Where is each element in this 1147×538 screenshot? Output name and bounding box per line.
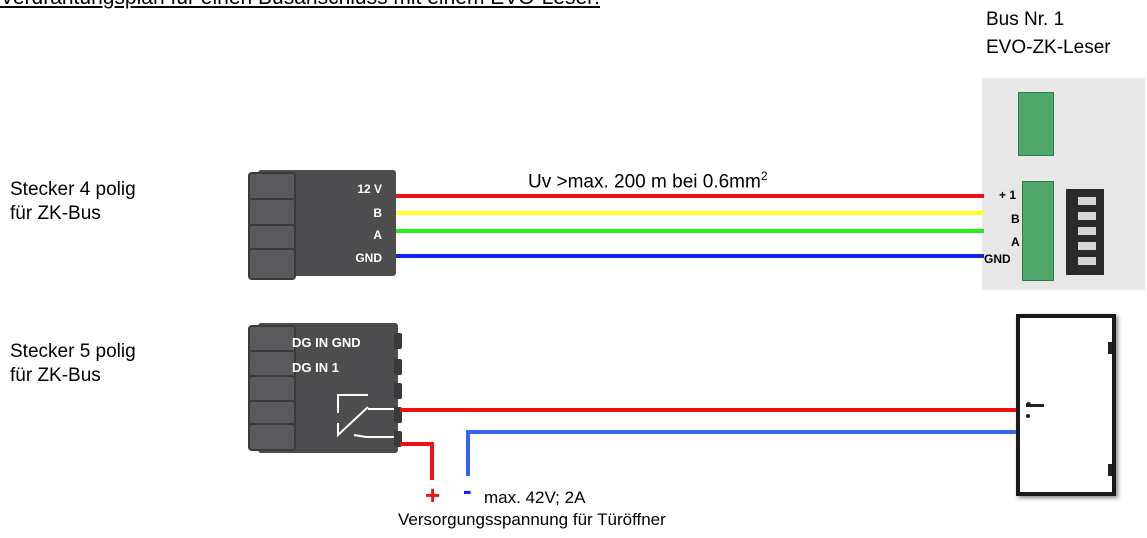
reader-terminal-a: A: [1011, 235, 1020, 249]
connector-4pin: 12 V B A GND: [248, 170, 396, 280]
page-title: Verdrahtungsplan für einen Busanschluss …: [0, 0, 600, 10]
wire-door-red: [400, 408, 1016, 412]
supply-spec: max. 42V; 2A: [484, 488, 586, 507]
pin-label-a: A: [373, 228, 382, 242]
dip-switch-lever: [1078, 242, 1096, 250]
pin-label-b: B: [373, 206, 382, 220]
connector-slot: [248, 248, 296, 280]
pin-bump: [394, 333, 402, 349]
connector5-label-line1: Stecker 5 polig: [10, 341, 136, 362]
wire-12v-red: [396, 194, 984, 198]
wire-supply-blue-v: [466, 430, 470, 476]
door-hinge: [1108, 342, 1112, 354]
relay-contact-icon: [337, 394, 394, 438]
wire-gnd-blue: [396, 254, 984, 258]
wire-door-blue: [466, 430, 1016, 434]
reader-label-line1: Bus Nr. 1: [986, 9, 1065, 30]
reader-terminal-b: B: [1011, 212, 1020, 226]
pin-row1-label: DG IN GND: [292, 335, 361, 350]
cable-length-note: Uv >max. 200 m bei 0.6mm2: [528, 164, 768, 194]
connector-5pin: DG IN GND DG IN 1: [248, 323, 402, 453]
dip-switch-lever: [1078, 227, 1096, 235]
door-hinge: [1108, 464, 1112, 476]
pin-bump: [394, 383, 402, 399]
door-handle-knob: [1026, 402, 1031, 407]
pin-label-gnd: GND: [355, 251, 382, 265]
pin-bump: [394, 431, 402, 447]
reader-terminal-block: [1022, 181, 1054, 281]
reader-connector-top: [1018, 92, 1054, 156]
pin-row2-label: DG IN 1: [292, 360, 339, 375]
supply-minus-sign: -: [463, 475, 472, 505]
dip-switch-lever: [1078, 257, 1096, 265]
dip-switch-lever: [1078, 197, 1096, 205]
reader-label-line2: EVO-ZK-Leser: [986, 37, 1111, 58]
connector4-label-line1: Stecker 4 polig: [10, 179, 136, 200]
door-keyhole: [1026, 414, 1030, 418]
door-handle: [1026, 404, 1044, 407]
evo-reader-device: + 1 B A GND: [982, 78, 1145, 290]
connector4-label-line2: für ZK-Bus: [10, 203, 101, 224]
supply-plus-sign: +: [425, 480, 441, 510]
cable-length-text: Uv >max. 200 m bei 0.6mm: [528, 171, 761, 193]
connector-slot: [248, 423, 296, 451]
reader-terminal-plus1: + 1: [999, 188, 1017, 202]
pin-label-12v: 12 V: [357, 182, 382, 196]
door-icon: [1016, 314, 1116, 496]
dip-switch: [1066, 189, 1104, 275]
connector5-label-line2: für ZK-Bus: [10, 365, 101, 386]
wire-b-yellow: [396, 211, 984, 215]
pin-bump: [394, 359, 402, 375]
wire-a-green: [396, 229, 984, 233]
cable-length-sup: 2: [760, 169, 768, 183]
dip-switch-lever: [1078, 212, 1096, 220]
supply-caption: Versorgungsspannung für Türöffner: [398, 510, 666, 529]
reader-terminal-gnd: GND: [984, 252, 1011, 266]
wire-supply-red-h: [400, 442, 434, 446]
wire-supply-red-v: [430, 442, 434, 480]
pin-bump: [394, 407, 402, 423]
